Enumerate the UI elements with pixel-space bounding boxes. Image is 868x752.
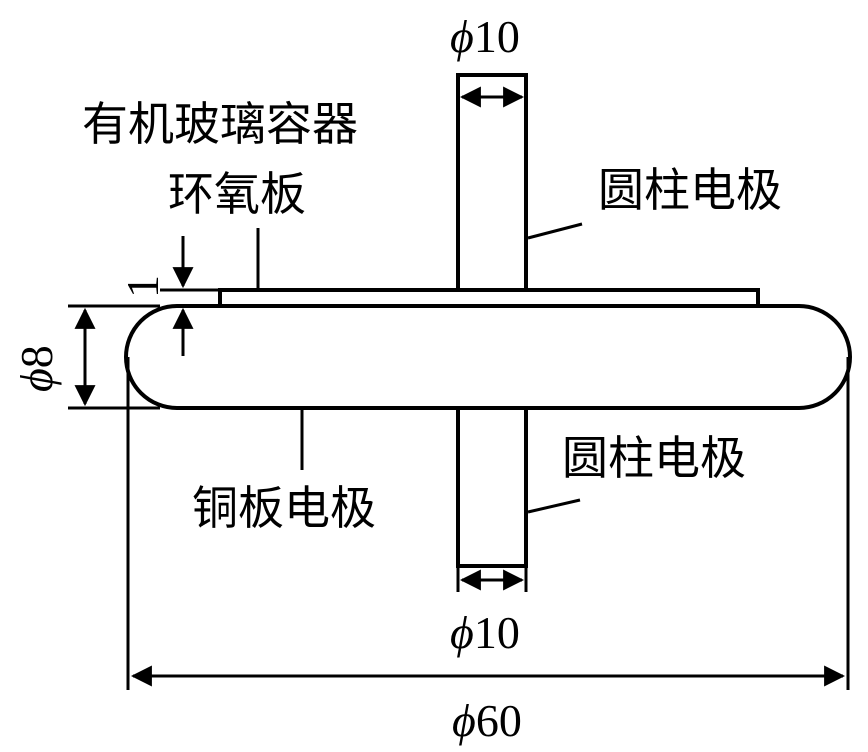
- top-electrode-leader: [527, 222, 583, 240]
- bottom-rod-value: 10: [474, 607, 520, 658]
- epoxy-board: [218, 288, 760, 308]
- bottom-cylinder-electrode-label: 圆柱电极: [562, 431, 746, 485]
- svg-text:ϕ10: ϕ10: [450, 11, 520, 62]
- top-cylinder-electrode: [456, 73, 528, 292]
- top-cylinder-electrode-label: 圆柱电极: [598, 163, 782, 217]
- copper-plate-electrode-label: 铜板电极: [192, 481, 376, 535]
- bottom-rod-phi: ϕ: [450, 607, 474, 658]
- top-rod-value: 10: [474, 11, 520, 62]
- gap-value: 1: [117, 275, 168, 298]
- bottom-cylinder-electrode: [456, 406, 528, 568]
- plate-thk-value: 8: [11, 345, 62, 368]
- top-rod-phi: ϕ: [450, 11, 474, 62]
- svg-text:ϕ8: ϕ8: [11, 345, 62, 392]
- plexiglass-container-label: 有机玻璃容器: [82, 97, 358, 151]
- diam-phi: ϕ: [452, 695, 476, 746]
- epoxy-board-label: 环氧板: [168, 167, 306, 221]
- svg-text:ϕ10: ϕ10: [450, 607, 520, 658]
- svg-text:ϕ60: ϕ60: [452, 695, 522, 746]
- diam-value: 60: [476, 695, 522, 746]
- copper-plate-electrode: [124, 304, 852, 410]
- plate-thk-phi: ϕ: [11, 368, 62, 392]
- bottom-electrode-leader: [527, 498, 581, 514]
